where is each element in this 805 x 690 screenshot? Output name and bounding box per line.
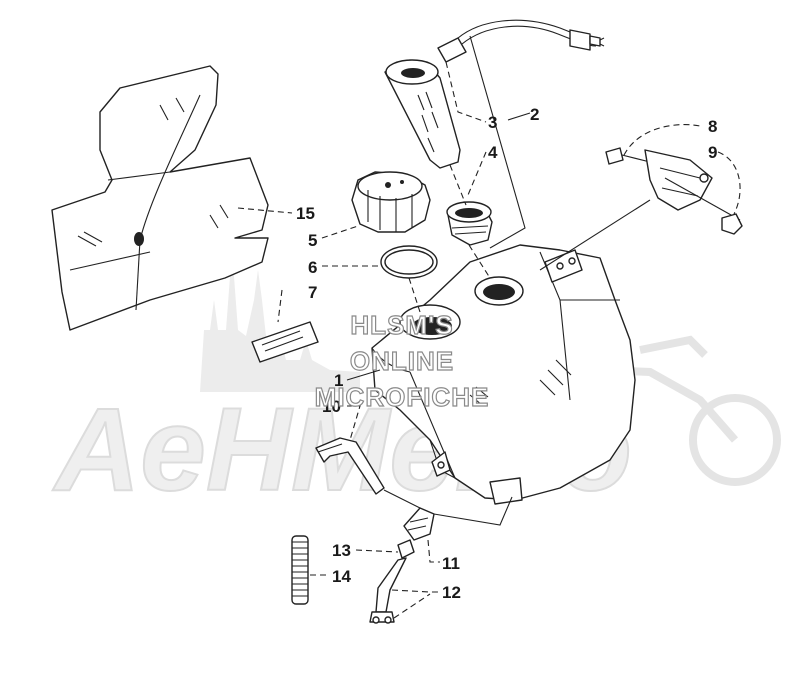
part-1-fuel-tank (371, 244, 636, 505)
callout-4: 4 (488, 143, 498, 162)
callout-10: 10 (322, 397, 341, 416)
part-12-hose (369, 557, 407, 624)
callout-11: 11 (442, 554, 460, 573)
watermark-line-3: MICROFICHE (315, 382, 490, 412)
callout-13: 13 (332, 541, 351, 560)
part-2-harness (437, 19, 605, 63)
part-8-9-mount-hardware (605, 147, 743, 235)
callout-15: 15 (296, 204, 315, 223)
part-15-shield (51, 65, 269, 331)
part-10-strap (315, 437, 385, 495)
part-3-fuel-gauge (384, 59, 461, 169)
callout-2: 2 (530, 105, 539, 124)
part-11-fitting (397, 507, 435, 559)
watermark-line-1: HLSM'S (350, 310, 453, 340)
callout-3: 3 (488, 113, 497, 132)
callout-7: 7 (308, 283, 317, 302)
callout-labels: 1 2 3 4 5 6 7 8 9 10 11 12 13 14 15 (296, 105, 717, 602)
part-13-14-coil (291, 535, 309, 605)
watermark-line-2: ONLINE (350, 346, 454, 376)
leader-lines (237, 35, 741, 619)
callout-1: 1 (334, 371, 343, 390)
callout-12: 12 (442, 583, 461, 602)
skyline-silhouette (170, 250, 360, 392)
callout-6: 6 (308, 258, 317, 277)
part-4-ring-nut (446, 201, 493, 246)
part-5-cap (351, 171, 431, 233)
callout-8: 8 (708, 117, 717, 136)
callout-5: 5 (308, 231, 317, 250)
part-7-decal (251, 321, 319, 363)
hlsm-watermark: HLSM'S ONLINE MICROFICHE (314, 309, 490, 412)
callout-14: 14 (332, 567, 351, 586)
callout-9: 9 (708, 143, 717, 162)
part-6-gasket (380, 245, 438, 279)
